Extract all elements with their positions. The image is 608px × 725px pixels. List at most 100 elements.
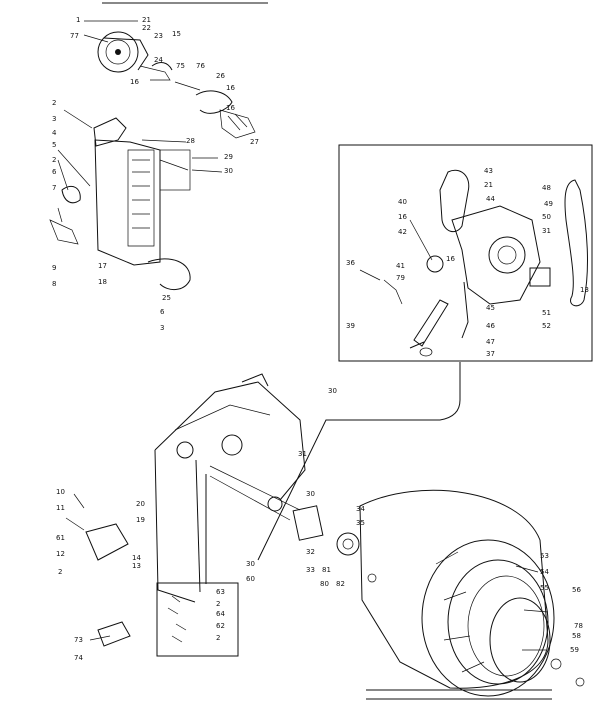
callout-m82: 82 — [336, 580, 345, 588]
callout-c16b: 16 — [226, 84, 235, 92]
callout-i39: 39 — [346, 322, 355, 330]
callout-m33: 33 — [306, 566, 315, 574]
callout-c7: 7 — [52, 184, 56, 192]
callout-l74: 74 — [74, 654, 83, 662]
callout-m30a: 30 — [328, 387, 337, 395]
left-parts-group — [65, 493, 131, 647]
callout-m30b: 30 — [306, 490, 315, 498]
callout-i47: 47 — [486, 338, 495, 346]
callout-c26: 26 — [216, 72, 225, 80]
callout-c3b: 3 — [160, 324, 164, 332]
callout-m78: 78 — [574, 622, 583, 630]
callout-i42: 42 — [398, 228, 407, 236]
drum-group — [359, 489, 555, 697]
callout-m53: 53 — [540, 552, 549, 560]
callout-l10: 10 — [56, 488, 65, 496]
callout-i36: 36 — [346, 259, 355, 267]
callout-c4: 4 — [52, 129, 57, 137]
callout-c8: 8 — [52, 280, 56, 288]
callout-c27: 27 — [250, 138, 259, 146]
callout-i44: 44 — [486, 195, 495, 203]
callout-m31: 31 — [298, 450, 307, 458]
callout-i52: 52 — [542, 322, 551, 330]
callout-c2b: 2 — [52, 156, 56, 164]
callout-b2b: 2 — [216, 634, 220, 642]
callout-c77: 77 — [70, 32, 79, 40]
callout-i21: 21 — [484, 181, 493, 189]
callout-i48: 48 — [542, 184, 551, 192]
callout-c23: 23 — [154, 32, 163, 40]
callout-b64: 64 — [216, 610, 225, 618]
callout-i50: 50 — [542, 213, 551, 221]
inset-motor-group — [359, 169, 588, 357]
callout-i41: 41 — [396, 262, 405, 270]
callout-l13: 13 — [132, 562, 141, 570]
callout-m81: 81 — [322, 566, 331, 574]
callout-m59: 59 — [570, 646, 579, 654]
inset-box — [338, 144, 593, 362]
callout-c3a: 3 — [52, 115, 56, 123]
callout-m54: 54 — [540, 568, 549, 576]
drive-hub-group — [267, 496, 585, 687]
callout-c5: 5 — [52, 141, 56, 149]
callout-m34: 34 — [356, 505, 365, 513]
callout-c21: 21 — [142, 16, 151, 24]
callout-m35: 35 — [356, 519, 365, 527]
callout-c6a: 6 — [52, 168, 57, 176]
callout-m60: 60 — [246, 575, 255, 583]
callout-c2a: 2 — [52, 99, 56, 107]
callout-c30a: 30 — [224, 167, 233, 175]
callout-c16a: 16 — [130, 78, 139, 86]
callout-m55: 55 — [540, 584, 549, 592]
callout-i40: 40 — [398, 198, 407, 206]
callout-c28: 28 — [186, 137, 195, 145]
hardware-box — [156, 582, 239, 657]
callout-i51: 51 — [542, 309, 551, 317]
callout-c29: 29 — [224, 153, 233, 161]
callout-m80: 80 — [320, 580, 329, 588]
callout-c1: 1 — [76, 16, 80, 24]
callout-i45: 45 — [486, 304, 495, 312]
callout-i13: 13 — [580, 286, 589, 294]
callout-c22: 22 — [142, 24, 151, 32]
callout-b2a: 2 — [216, 600, 220, 608]
callout-m32: 32 — [306, 548, 315, 556]
callout-l19: 19 — [136, 516, 145, 524]
callout-i43: 43 — [484, 167, 493, 175]
callout-c9: 9 — [52, 264, 56, 272]
callout-l12: 12 — [56, 550, 65, 558]
callout-c17: 17 — [98, 262, 107, 270]
callout-m56: 56 — [572, 586, 581, 594]
callout-c24: 24 — [154, 56, 163, 64]
callout-l20: 20 — [136, 500, 145, 508]
callout-i31: 31 — [542, 227, 551, 235]
callout-i49: 49 — [544, 200, 553, 208]
callout-i16a: 16 — [398, 213, 407, 221]
inset-connector — [257, 362, 461, 561]
callout-c15: 15 — [172, 30, 181, 38]
callout-i46: 46 — [486, 322, 495, 330]
callout-l14: 14 — [132, 554, 141, 562]
callout-i16b: 16 — [446, 255, 455, 263]
callout-i79: 79 — [396, 274, 405, 282]
callout-l2: 2 — [58, 568, 62, 576]
cabinet-group — [154, 373, 306, 603]
callout-b62: 62 — [216, 622, 225, 630]
callout-c75: 75 — [176, 62, 185, 70]
callout-l61: 61 — [56, 534, 65, 542]
callout-c16c: 16 — [226, 104, 235, 112]
callout-l73: 73 — [74, 636, 83, 644]
callout-l11: 11 — [56, 504, 65, 512]
hardware-box-parts — [167, 595, 187, 643]
top-pulley-group — [97, 31, 256, 139]
callout-c6b: 6 — [160, 308, 165, 316]
callout-c76: 76 — [196, 62, 205, 70]
callout-c25: 25 — [162, 294, 171, 302]
callout-m58: 58 — [572, 632, 581, 640]
callout-c18: 18 — [98, 278, 107, 286]
control-panel-group — [49, 109, 223, 290]
callout-b63: 63 — [216, 588, 225, 596]
callout-i37: 37 — [486, 350, 495, 358]
